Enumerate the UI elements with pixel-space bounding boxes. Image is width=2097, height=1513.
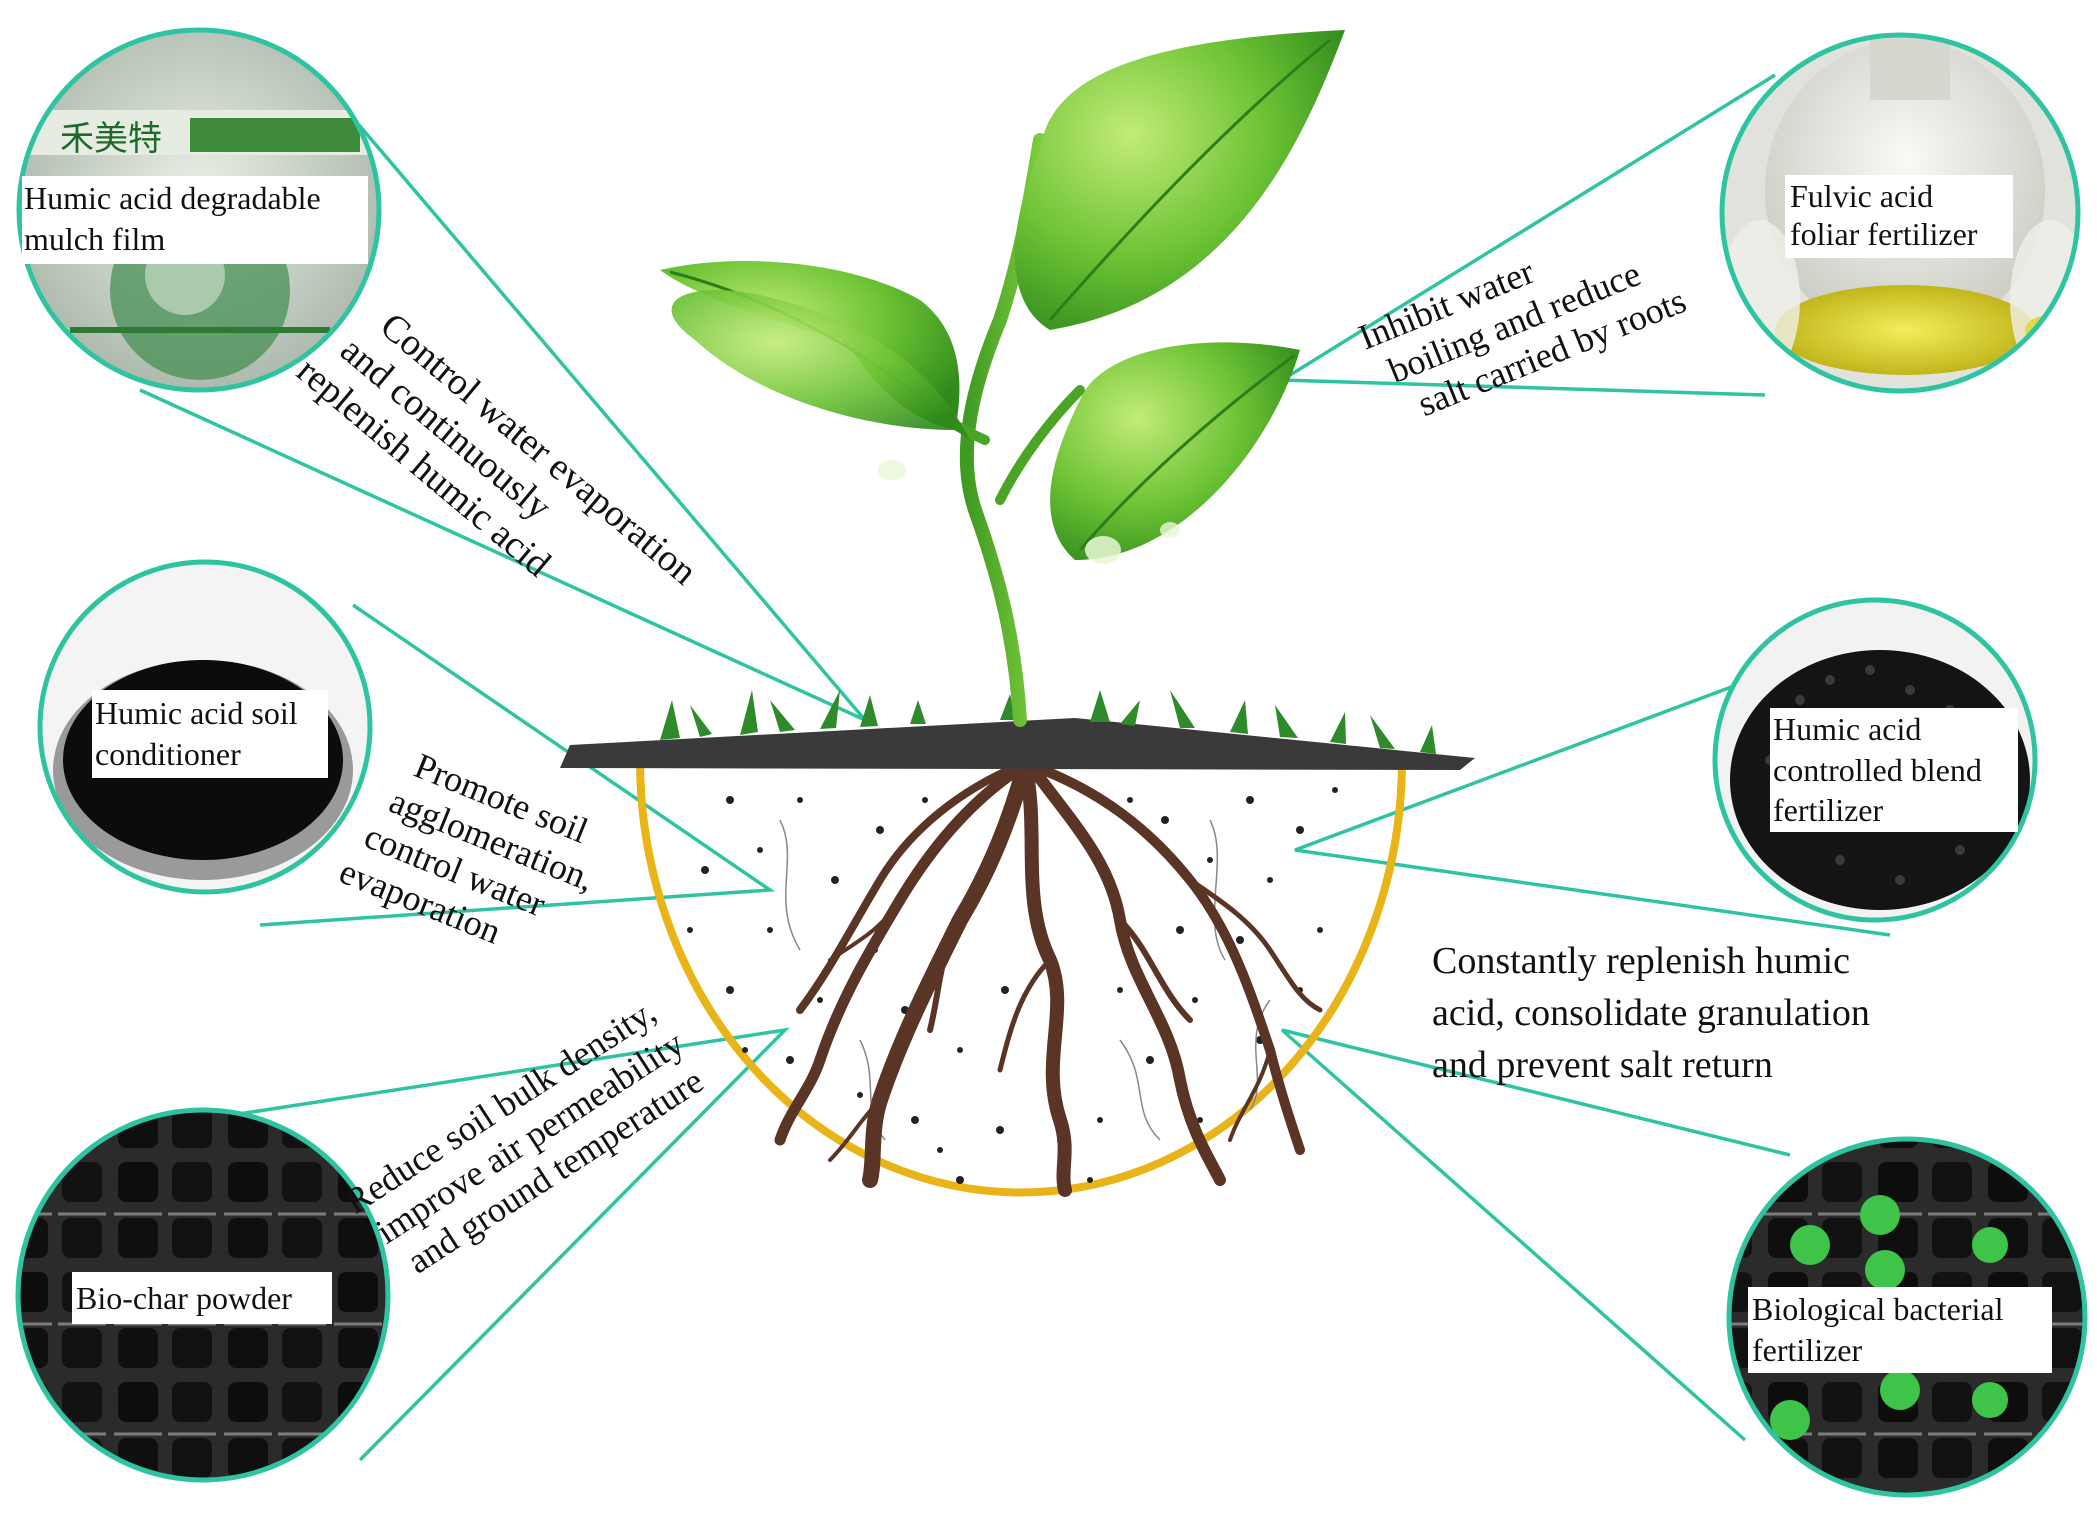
plant	[660, 30, 1345, 727]
label-bacterial-line2: fertilizer	[1752, 1332, 1862, 1368]
label-bacterial: Biological bacterial fertilizer	[1748, 1287, 2052, 1373]
label-mulch-film: Humic acid degradable mulch film	[22, 176, 368, 264]
effect-fulvic: Inhibit water boiling and reduce salt ca…	[1353, 251, 1691, 424]
label-blend-line1: Humic acid	[1773, 711, 1921, 747]
label-blend-line2: controlled blend	[1773, 752, 1982, 788]
label-biochar-line1: Bio-char powder	[76, 1280, 292, 1316]
effect-conditioner: Promote soil agglomeration, control wate…	[334, 745, 600, 951]
label-biochar: Bio-char powder	[72, 1272, 332, 1324]
effect-mulch: Control water evaporation and continuous…	[289, 305, 705, 594]
soil-bowl	[636, 759, 1406, 1197]
label-fulvic-line2: foliar fertilizer	[1790, 216, 1978, 252]
label-soil-conditioner: Humic acid soil conditioner	[92, 690, 328, 778]
effect-blend-line3: and prevent salt return	[1432, 1044, 1773, 1086]
label-conditioner-line2: conditioner	[95, 736, 241, 772]
effect-blend-line2: acid, consolidate granulation	[1432, 992, 1870, 1034]
roots	[774, 757, 1323, 1197]
label-blend: Humic acid controlled blend fertilizer	[1770, 708, 2018, 832]
label-blend-line3: fertilizer	[1773, 792, 1883, 828]
effect-blend: Constantly replenish humic acid, consoli…	[1432, 940, 1870, 1086]
left-leaf-lower	[671, 290, 970, 440]
effect-blend-line1: Constantly replenish humic	[1432, 940, 1850, 982]
label-bacterial-line1: Biological bacterial	[1752, 1291, 2004, 1327]
label-fulvic: Fulvic acid foliar fertilizer	[1785, 175, 2013, 258]
mulch-bag-lettering: 禾美特	[60, 119, 162, 159]
label-mulch-line1: Humic acid degradable	[24, 180, 321, 216]
blend-circle-border	[1712, 597, 2038, 923]
connector-lines	[134, 73, 1891, 1462]
biochar-circle-border	[15, 1107, 391, 1483]
bacteria-icons	[1770, 1195, 2008, 1440]
effect-biochar: Reduce soil bulk density, improve air pe…	[338, 991, 711, 1281]
label-mulch-line2: mulch film	[24, 221, 165, 257]
conditioner-circle-border	[37, 559, 373, 895]
label-fulvic-line1: Fulvic acid	[1790, 178, 1933, 214]
bacterial-circle-border	[1726, 1136, 2088, 1498]
label-conditioner-line1: Humic acid soil	[95, 695, 298, 731]
ground-surface	[560, 690, 1475, 770]
mulch-circle-border	[16, 27, 382, 393]
soil-particles	[687, 787, 1338, 1184]
fulvic-circle-border	[1719, 32, 2081, 394]
